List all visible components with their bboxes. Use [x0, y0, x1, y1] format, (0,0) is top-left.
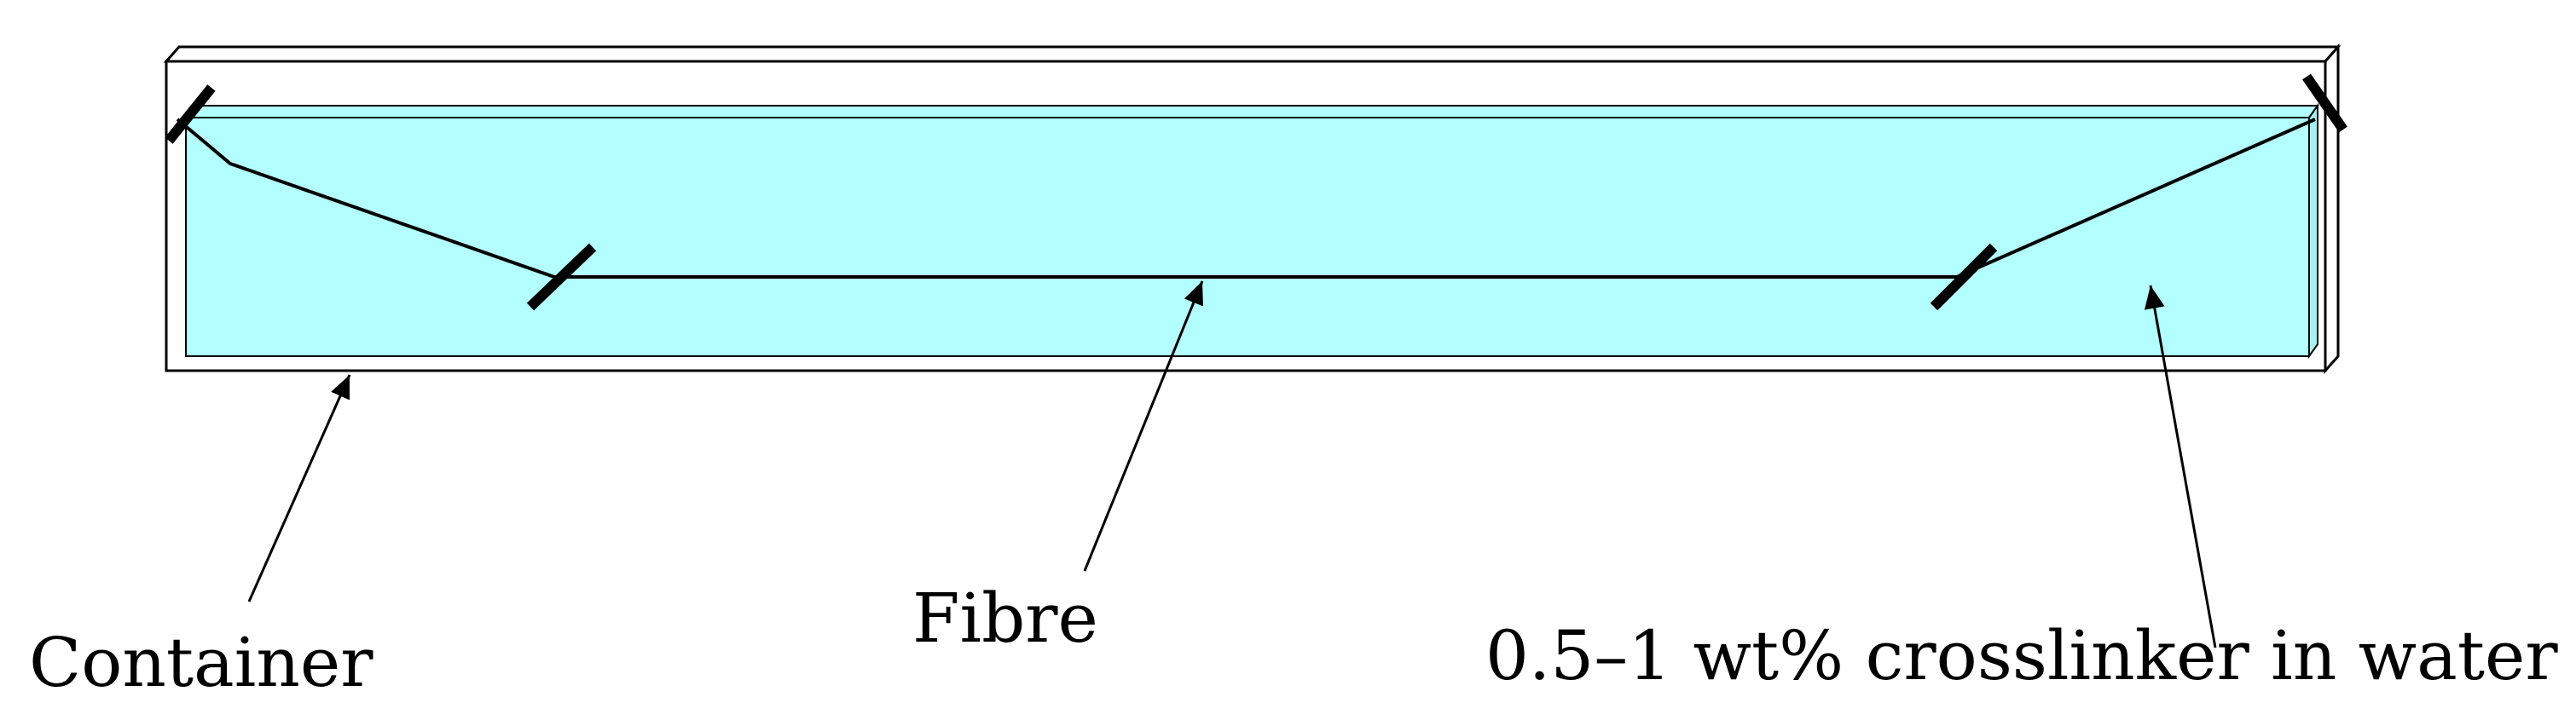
liquid-top-surface: [184, 105, 2319, 118]
crosslinker-solution-label: 0.5–1 wt% crosslinker in water: [1485, 616, 2558, 695]
clamp-left-inner: [526, 243, 597, 311]
fibre-arrow: [1083, 280, 1204, 572]
solution-arrow: [2144, 285, 2217, 648]
clamp-left-end: [165, 84, 216, 144]
liquid-right-side: [2308, 102, 2318, 360]
clamp-right-end: [2302, 73, 2347, 133]
container-arrow: [247, 374, 351, 602]
container-right-face: [2324, 43, 2340, 374]
crosslinker-solution: [184, 102, 2319, 360]
clamp-right-inner: [1930, 243, 1998, 311]
container-top-face: [163, 45, 2342, 63]
container-label: Container: [29, 623, 373, 702]
fibre-label: Fibre: [912, 579, 1098, 658]
liquid-body: [185, 117, 2310, 357]
